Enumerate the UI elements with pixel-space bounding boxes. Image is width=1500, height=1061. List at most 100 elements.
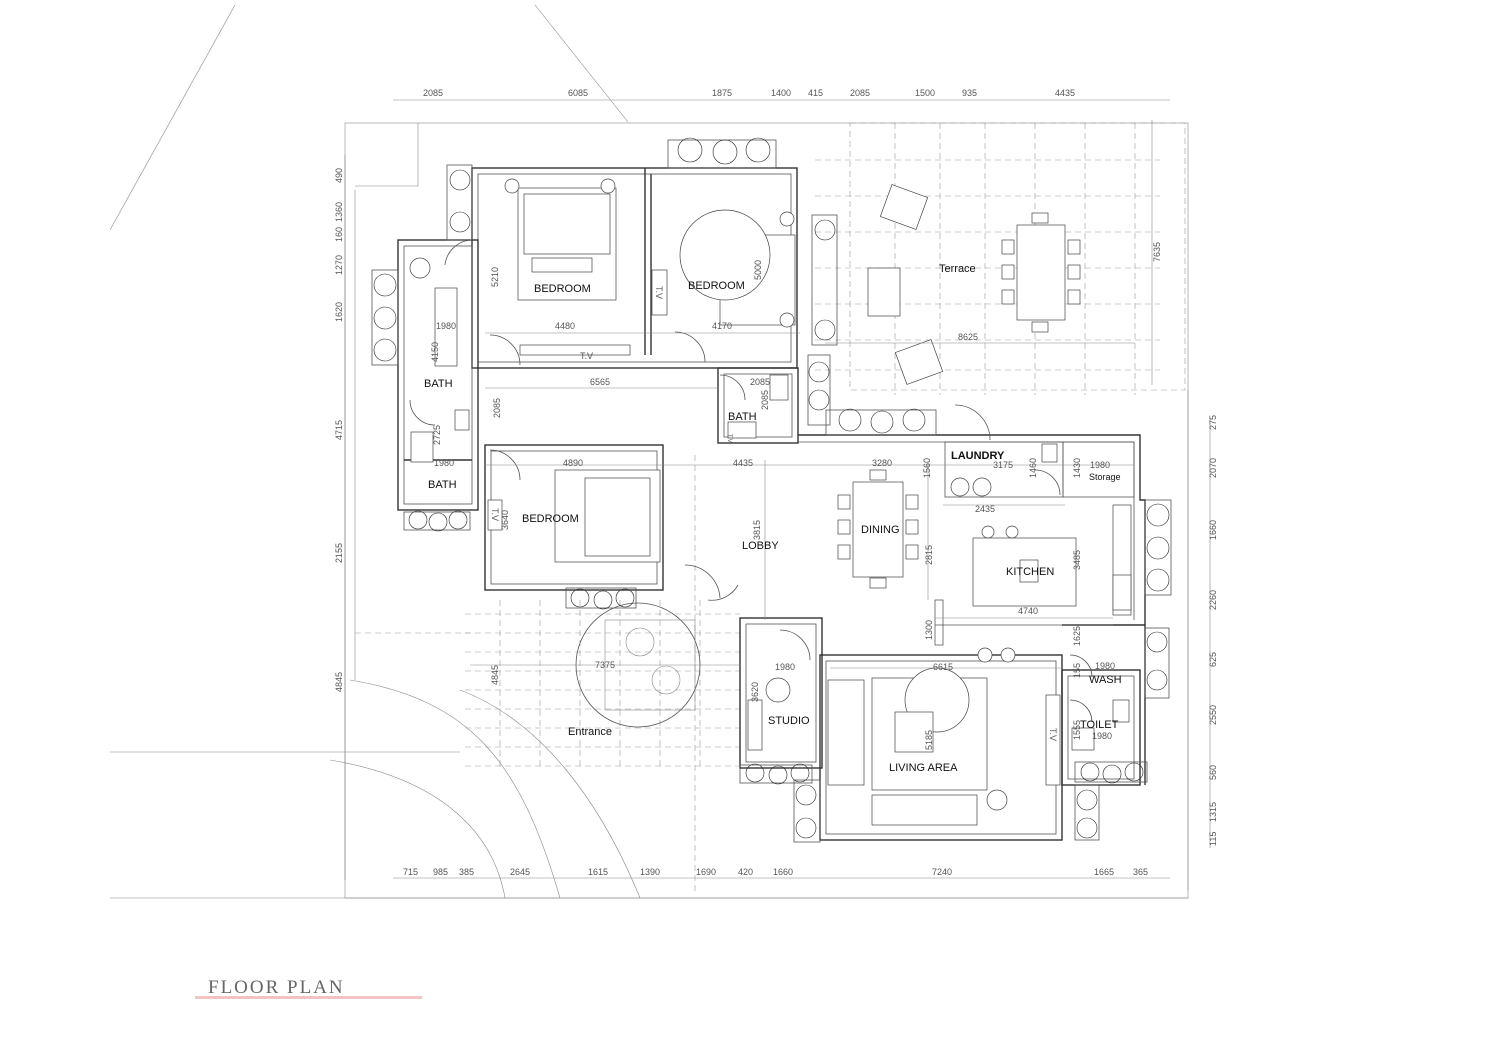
dim-inner: 155 [1072, 663, 1082, 678]
dim-top: 935 [962, 88, 977, 98]
dim-inner: 3620 [750, 682, 760, 702]
dim-inner: 3175 [993, 460, 1013, 470]
planters [371, 137, 1172, 843]
dim-inner: 7375 [595, 660, 615, 670]
dimensions-inner: 5210 4480 5000 4170 1980 4150 6565 2085 … [430, 260, 1115, 750]
dim-inner: 6565 [590, 377, 610, 387]
dim-bottom: 2645 [510, 867, 530, 877]
dim-inner: 1980 [436, 321, 456, 331]
dim-inner: 6615 [933, 662, 953, 672]
dim-left: 2155 [334, 543, 344, 563]
dim-inner: 2815 [924, 545, 934, 565]
dim-inner: 4740 [1018, 606, 1038, 616]
dim-inner: 1980 [775, 662, 795, 672]
dim-inner: 5000 [753, 260, 763, 280]
room-labels: BEDROOM BEDROOM BEDROOM BATH BATH BATH L… [424, 263, 1122, 774]
dimensions-top: 2085 6085 1875 1400 415 2085 1500 935 44… [423, 88, 1075, 98]
dim-inner: 1430 [1072, 458, 1082, 478]
dim-inner: 5185 [924, 730, 934, 750]
dim-top: 2085 [423, 88, 443, 98]
dim-inner: 4170 [712, 321, 732, 331]
dim-inner: 1980 [434, 458, 454, 468]
tv-label: T.V [580, 351, 593, 361]
dim-inner: 2085 [760, 390, 770, 410]
room-label-dining: DINING [861, 524, 900, 536]
dim-inner: 3485 [1072, 550, 1082, 570]
dim-right: 2070 [1208, 458, 1218, 478]
dim-right: 115 [1208, 832, 1218, 846]
dim-top: 6085 [568, 88, 588, 98]
dim-right: 275 [1208, 415, 1218, 430]
room-label-lobby: LOBBY [742, 540, 779, 552]
dim-inner: 1980 [1090, 460, 1110, 470]
dim-top: 4435 [1055, 88, 1075, 98]
doors [409, 239, 1093, 723]
tv-label: T.V [726, 434, 732, 443]
dim-left: 1360 [334, 202, 344, 222]
site-lines [109, 4, 1189, 899]
dim-bottom: 1690 [696, 867, 716, 877]
dim-inner: 3280 [872, 458, 892, 468]
dim-left: 4715 [334, 420, 344, 440]
dim-left: 490 [334, 168, 344, 183]
dim-bottom: 1665 [1094, 867, 1114, 877]
room-label-wash: WASH [1089, 674, 1122, 686]
dim-inner: 1980 [1095, 661, 1115, 671]
room-label-kitchen: KITCHEN [1006, 566, 1054, 578]
dim-inner: 4435 [733, 458, 753, 468]
dim-bottom: 365 [1133, 867, 1148, 877]
dimensions-left: 490 1360 160 1270 1620 4715 2155 4845 [334, 168, 344, 692]
room-label-bath: BATH [428, 479, 457, 491]
dim-right: 625 [1208, 652, 1218, 667]
dim-bottom: 420 [738, 867, 753, 877]
room-label-bedroom: BEDROOM [522, 513, 579, 525]
dim-inner: 1555 [1072, 720, 1082, 740]
dim-bottom: 1390 [640, 867, 660, 877]
dimension-lines [344, 99, 1211, 880]
dim-inner: 1980 [1092, 731, 1112, 741]
dim-left: 1620 [334, 302, 344, 322]
dim-left: 160 [334, 227, 344, 242]
dim-inner: 4480 [555, 321, 575, 331]
dim-inner: 4890 [563, 458, 583, 468]
dim-right: 560 [1208, 765, 1218, 780]
dim-inner: 4845 [490, 665, 500, 685]
dim-top: 1875 [712, 88, 732, 98]
dim-inner: 2435 [975, 504, 995, 514]
dim-inner: 1300 [924, 620, 934, 640]
dimensions-right: 7635 275 2070 1660 2260 625 2550 560 131… [1152, 242, 1218, 846]
dim-bottom: 385 [459, 867, 474, 877]
tv-label: T.V [654, 286, 664, 299]
dim-inner: 4150 [430, 342, 440, 362]
dim-right: 7635 [1152, 242, 1162, 262]
room-label-studio: STUDIO [768, 715, 810, 727]
room-label-storage: Storage [1089, 472, 1121, 482]
dim-inner: 1560 [922, 458, 932, 478]
drawing-title: FLOOR PLAN [195, 977, 422, 999]
tv-label: T.V [1048, 728, 1058, 741]
entrance-paving [465, 600, 740, 770]
dim-top: 1500 [915, 88, 935, 98]
title-underline [195, 996, 422, 999]
walls [397, 167, 1146, 841]
dim-inner: 2725 [432, 425, 442, 445]
dim-top: 2085 [850, 88, 870, 98]
terrace-pergola [815, 122, 1186, 395]
room-label-bedroom: BEDROOM [688, 280, 745, 292]
dim-bottom: 1615 [588, 867, 608, 877]
dim-inner: 1460 [1028, 458, 1038, 478]
room-label-laundry: LAUNDRY [951, 450, 1005, 462]
dim-inner: 8625 [958, 332, 978, 342]
dim-bottom: 985 [433, 867, 448, 877]
room-label-bath: BATH [728, 411, 757, 423]
dim-left: 1270 [334, 255, 344, 275]
dimensions-bottom: 715 985 385 2645 1615 1390 1690 420 1660… [403, 867, 1148, 877]
dim-bottom: 7240 [932, 867, 952, 877]
dim-right: 1315 [1208, 802, 1218, 822]
room-label-toilet: TOILET [1080, 719, 1119, 731]
dim-bottom: 1660 [773, 867, 793, 877]
dim-bottom: 715 [403, 867, 418, 877]
dim-inner: 2085 [492, 398, 502, 418]
dim-top: 415 [808, 88, 823, 98]
